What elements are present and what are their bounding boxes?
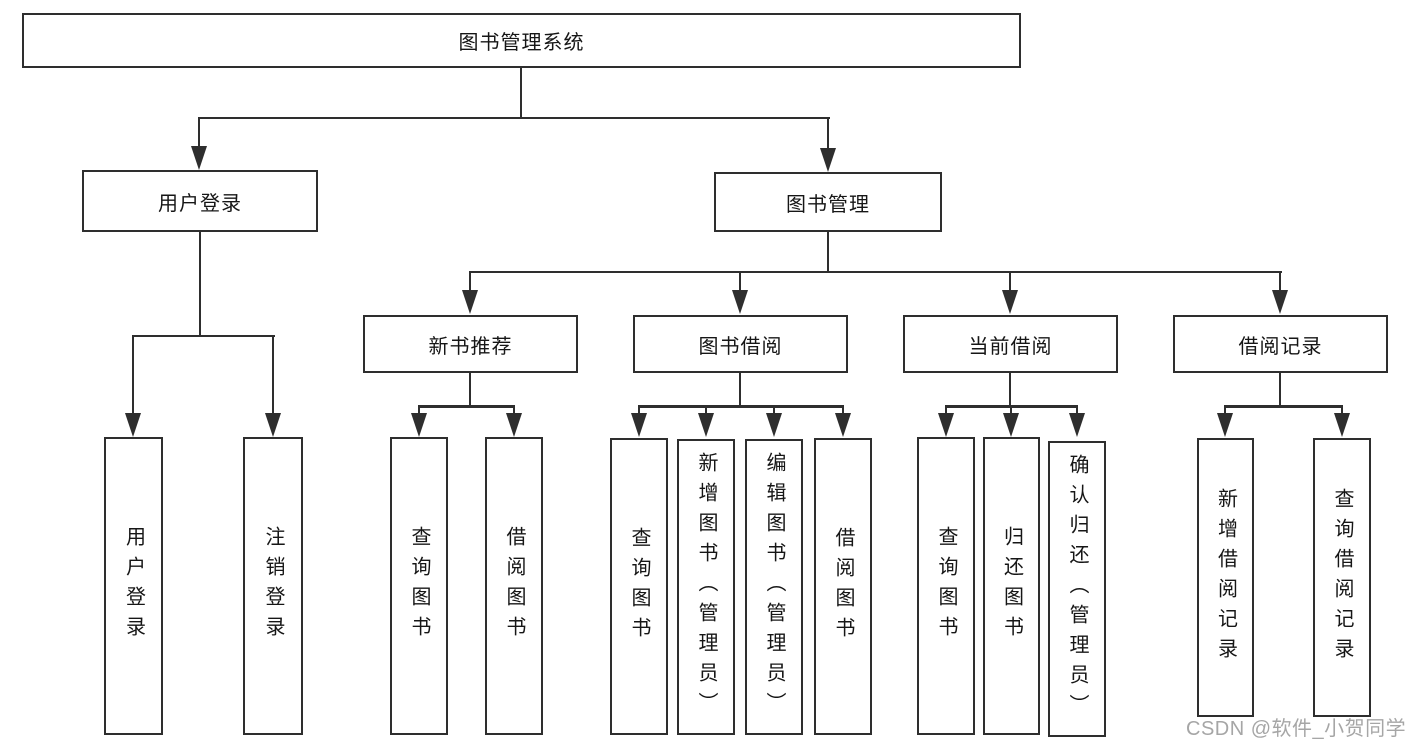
leaf-query-books-borrowing-label: 查询图书 xyxy=(628,526,650,647)
arrow-down-icon xyxy=(732,290,748,314)
arrow-down-icon xyxy=(265,413,281,437)
connector-line xyxy=(1008,270,1012,292)
arrow-down-icon xyxy=(1272,290,1288,314)
node-new-book-recommendation: 新书推荐 xyxy=(363,315,578,373)
arrow-down-icon xyxy=(766,413,782,437)
node-book-borrowing: 图书借阅 xyxy=(633,315,848,373)
leaf-query-borrow-record: 查询借阅记录 xyxy=(1313,438,1371,717)
arrow-down-icon xyxy=(1069,413,1085,437)
connector-line xyxy=(944,405,948,415)
watermark: CSDN @软件_小贺同学 xyxy=(1186,718,1405,740)
connector-line xyxy=(198,232,202,335)
connector-line xyxy=(1278,270,1282,292)
node-current-borrowing-label: 当前借阅 xyxy=(968,335,1053,358)
leaf-return-books-label: 归还图书 xyxy=(1000,526,1023,646)
leaf-user-login: 用户登录 xyxy=(104,437,163,735)
arrow-down-icon xyxy=(1217,413,1233,437)
connector-line xyxy=(197,116,831,119)
connector-line xyxy=(704,405,708,415)
leaf-borrow-books-recommend: 借阅图书 xyxy=(485,437,543,735)
connector-line xyxy=(826,116,830,150)
connector-line xyxy=(512,405,516,415)
arrow-down-icon xyxy=(411,413,427,437)
leaf-add-book-admin-label: 新增图书（管理员） xyxy=(695,452,717,722)
leaf-query-books-current: 查询图书 xyxy=(917,437,975,735)
arrow-down-icon xyxy=(191,146,207,170)
connector-line xyxy=(1075,405,1079,415)
arrow-down-icon xyxy=(1334,413,1350,437)
connector-line xyxy=(772,405,776,415)
leaf-query-books-recommend-label: 查询图书 xyxy=(408,526,430,646)
connector-line xyxy=(1008,373,1012,407)
connector-line xyxy=(841,405,845,415)
node-new-book-recommendation-label: 新书推荐 xyxy=(428,335,513,358)
arrow-down-icon xyxy=(820,148,836,172)
connector-line xyxy=(468,270,1282,273)
leaf-confirm-return-admin: 确认归还（管理员） xyxy=(1048,441,1106,737)
connector-line xyxy=(637,405,641,415)
leaf-edit-book-admin-label: 编辑图书（管理员） xyxy=(763,452,785,722)
node-root: 图书管理系统 xyxy=(22,13,1021,68)
leaf-query-borrow-record-label: 查询借阅记录 xyxy=(1331,487,1353,668)
leaf-borrow-books-borrowing: 借阅图书 xyxy=(814,438,872,735)
connector-line xyxy=(197,116,201,148)
connector-line xyxy=(417,405,421,415)
leaf-add-book-admin: 新增图书（管理员） xyxy=(677,439,735,735)
leaf-user-login-label: 用户登录 xyxy=(122,526,145,646)
leaf-logout-label: 注销登录 xyxy=(262,526,284,646)
leaf-add-borrow-record: 新增借阅记录 xyxy=(1197,438,1254,717)
connector-line xyxy=(271,334,275,414)
connector-line xyxy=(637,405,845,408)
connector-line xyxy=(1223,405,1227,415)
node-user-login: 用户登录 xyxy=(82,170,318,232)
connector-line xyxy=(131,334,275,337)
connector-line xyxy=(519,68,523,117)
leaf-return-books: 归还图书 xyxy=(983,437,1040,735)
node-book-management: 图书管理 xyxy=(714,172,942,232)
leaf-query-books-recommend: 查询图书 xyxy=(390,437,448,735)
leaf-confirm-return-admin-label: 确认归还（管理员） xyxy=(1066,454,1088,724)
arrow-down-icon xyxy=(1003,413,1019,437)
connector-line xyxy=(417,405,516,408)
arrow-down-icon xyxy=(698,413,714,437)
connector-line xyxy=(826,232,830,273)
node-book-management-label: 图书管理 xyxy=(786,193,870,216)
leaf-logout: 注销登录 xyxy=(243,437,303,735)
leaf-borrow-books-borrowing-label: 借阅图书 xyxy=(832,526,854,647)
node-current-borrowing: 当前借阅 xyxy=(903,315,1118,373)
connector-line xyxy=(468,270,472,292)
connector-line xyxy=(1278,373,1282,407)
node-borrowing-records: 借阅记录 xyxy=(1173,315,1388,373)
arrow-down-icon xyxy=(125,413,141,437)
arrow-down-icon xyxy=(506,413,522,437)
arrow-down-icon xyxy=(462,290,478,314)
connector-line xyxy=(738,270,742,292)
arrow-down-icon xyxy=(631,413,647,437)
leaf-query-books-current-label: 查询图书 xyxy=(935,526,957,646)
connector-line xyxy=(1223,405,1344,408)
connector-line xyxy=(738,373,742,407)
connector-line xyxy=(1009,405,1013,415)
connector-line xyxy=(468,373,472,407)
arrow-down-icon xyxy=(1002,290,1018,314)
leaf-add-borrow-record-label: 新增借阅记录 xyxy=(1214,487,1237,668)
arrow-down-icon xyxy=(938,413,954,437)
node-borrowing-records-label: 借阅记录 xyxy=(1238,335,1323,358)
connector-line xyxy=(131,334,135,414)
leaf-edit-book-admin: 编辑图书（管理员） xyxy=(745,439,803,735)
leaf-query-books-borrowing: 查询图书 xyxy=(610,438,668,735)
arrow-down-icon xyxy=(835,413,851,437)
leaf-borrow-books-recommend-label: 借阅图书 xyxy=(503,526,525,646)
connector-line xyxy=(1340,405,1344,415)
node-book-borrowing-label: 图书借阅 xyxy=(698,335,783,358)
node-root-label: 图书管理系统 xyxy=(458,32,585,54)
node-user-login-label: 用户登录 xyxy=(158,192,242,215)
